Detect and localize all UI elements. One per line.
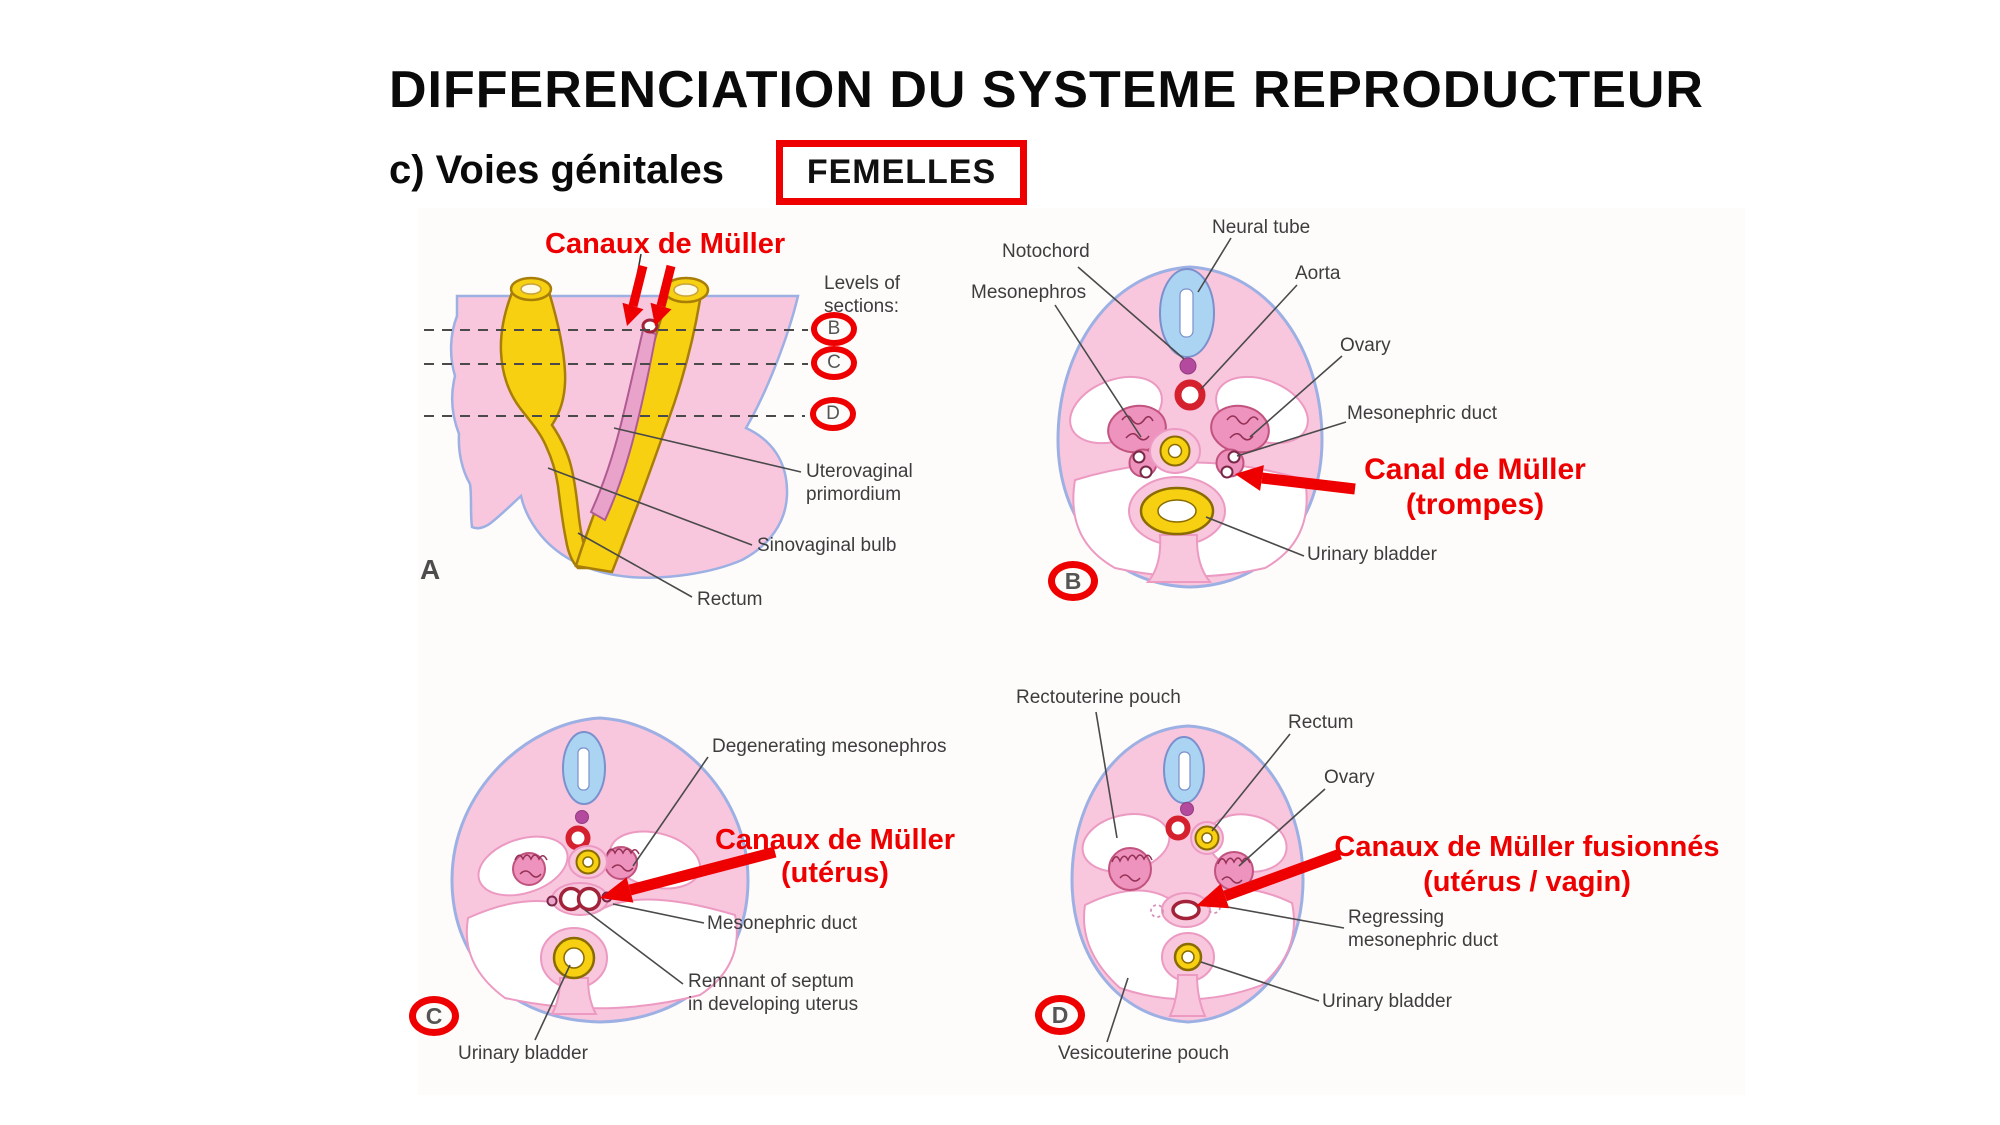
label-remnant-line1: Remnant of septum xyxy=(688,971,854,992)
bladder-lumen-c xyxy=(563,947,585,969)
label-ovary-b: Ovary xyxy=(1340,335,1391,356)
label-urinary-bladder-d: Urinary bladder xyxy=(1322,991,1452,1012)
level-letter-d: D xyxy=(826,403,840,424)
level-letter-b: B xyxy=(827,318,841,339)
annotation-canal-muller-trompes: Canal de Müller (trompes) xyxy=(1340,452,1610,522)
mesoduct-dot-left xyxy=(546,895,558,907)
uterus-lumen xyxy=(1171,899,1201,921)
level-marker-c: C xyxy=(811,346,857,380)
left-yellow-duct xyxy=(499,288,594,570)
label-notochord: Notochord xyxy=(1002,241,1090,262)
notochord-dot-c xyxy=(575,810,589,824)
uterus-arrow xyxy=(600,846,777,903)
bladder-stalk-c xyxy=(550,977,598,1015)
neural-canal-c xyxy=(577,747,590,791)
label-ovary-d: Ovary xyxy=(1324,767,1375,788)
label-rectum-a: Rectum xyxy=(697,589,763,610)
panel-c-figure xyxy=(450,716,777,1041)
bladder-lumen xyxy=(1157,499,1197,523)
label-mesonephric-duct-b: Mesonephric duct xyxy=(1347,403,1497,424)
label-remnant-line2: in developing uterus xyxy=(688,994,859,1015)
label-urinary-bladder-b: Urinary bladder xyxy=(1307,544,1437,565)
label-mesonephros: Mesonephros xyxy=(971,282,1087,303)
muller-duct xyxy=(589,328,658,522)
label-mesonephric-duct-c: Mesonephric duct xyxy=(707,913,857,934)
page-subtitle: c) Voies génitales xyxy=(389,148,724,192)
bladder-stalk xyxy=(1145,534,1213,583)
annotation-canaux-muller-a: Canaux de Müller xyxy=(545,228,786,260)
bladder-lumen-d xyxy=(1181,950,1195,964)
levels-heading-line2: sections: xyxy=(824,296,899,317)
bladder-stalk-d xyxy=(1168,974,1207,1017)
panel-letter-c: C xyxy=(425,1002,443,1029)
ovary-left xyxy=(1108,847,1152,891)
label-rectum-d: Rectum xyxy=(1288,712,1354,733)
panel-letter-b: B xyxy=(1064,567,1082,594)
levels-heading: Levels of sections: xyxy=(824,272,900,318)
label-vesicouterine-pouch: Vesicouterine pouch xyxy=(1058,1043,1230,1064)
panel-d-figure xyxy=(1070,711,1345,1043)
label-rectouterine-pouch: Rectouterine pouch xyxy=(1016,687,1181,708)
panel-letter-a: A xyxy=(420,554,441,585)
panel-a-figure xyxy=(424,253,808,598)
label-uterovaginal-primordium: Uterovaginal primordium xyxy=(806,460,913,506)
aorta-ring-b xyxy=(1174,379,1206,411)
femelles-badge-label: FEMELLES xyxy=(806,153,997,191)
annotation-uterus-line2: (utérus) xyxy=(781,857,889,889)
label-uterovaginal-line2: primordium xyxy=(806,484,902,505)
level-letter-c: C xyxy=(827,352,841,373)
uterus-vagin-arrow xyxy=(1196,848,1342,909)
femelles-badge: FEMELLES xyxy=(776,140,1027,205)
rectum-lumen-d xyxy=(1201,832,1213,844)
left-duct-lumen xyxy=(520,283,542,295)
muller-arrows xyxy=(622,264,676,326)
aorta-ring-c xyxy=(565,825,591,851)
label-regressing-line1: Regressing xyxy=(1348,907,1445,928)
annotation-uterus-line1: Canaux de Müller xyxy=(714,824,956,856)
regressing-duct-left xyxy=(1150,904,1164,918)
label-uterovaginal-line1: Uterovaginal xyxy=(806,461,913,482)
level-marker-d: D xyxy=(810,397,856,431)
label-sinovaginal-bulb: Sinovaginal bulb xyxy=(757,535,897,556)
panel-marker-c: C xyxy=(409,996,459,1036)
panel-letter-d: D xyxy=(1051,1001,1069,1028)
muller-ring-right xyxy=(576,886,602,912)
annotation-canaux-muller-fusionnes: Canaux de Müller fusionnés (utérus / vag… xyxy=(1327,830,1727,900)
neural-canal-d xyxy=(1178,751,1191,791)
neural-canal-b xyxy=(1179,288,1194,338)
panel-b-figure xyxy=(1054,237,1356,589)
label-degenerating-mesonephros: Degenerating mesonephros xyxy=(712,736,947,757)
annotation-canaux-muller-uterus: Canaux de Müller (utérus) xyxy=(695,824,975,890)
annotation-fusionnes-line2: (utérus / vagin) xyxy=(1423,866,1631,898)
right-duct-lumen xyxy=(673,283,699,297)
label-regressing-line2: mesonephric duct xyxy=(1348,930,1498,951)
label-regressing-mesonephric-duct: Regressing mesonephric duct xyxy=(1348,906,1498,952)
notochord-dot-b xyxy=(1179,357,1197,375)
trompes-arrow xyxy=(1235,465,1356,495)
page-title: DIFFERENCIATION DU SYSTEME REPRODUCTEUR xyxy=(389,61,1704,119)
label-neural-tube: Neural tube xyxy=(1212,217,1311,238)
label-remnant-septum: Remnant of septum in developing uterus xyxy=(688,970,858,1016)
level-marker-b: B xyxy=(811,312,857,346)
label-aorta: Aorta xyxy=(1295,263,1341,284)
gut-lumen-b xyxy=(1167,443,1183,459)
panel-marker-d: D xyxy=(1035,995,1085,1035)
annotation-trompes-line1: Canal de Müller xyxy=(1364,453,1586,486)
levels-heading-line1: Levels of xyxy=(824,273,901,294)
gut-lumen-c xyxy=(582,856,594,868)
aorta-ring-d xyxy=(1165,815,1191,841)
notochord-dot-d xyxy=(1180,802,1194,816)
annotation-trompes-line2: (trompes) xyxy=(1405,488,1545,521)
label-urinary-bladder-c: Urinary bladder xyxy=(458,1043,588,1064)
annotation-fusionnes-line1: Canaux de Müller fusionnés xyxy=(1334,831,1720,863)
panel-marker-b: B xyxy=(1048,561,1098,601)
